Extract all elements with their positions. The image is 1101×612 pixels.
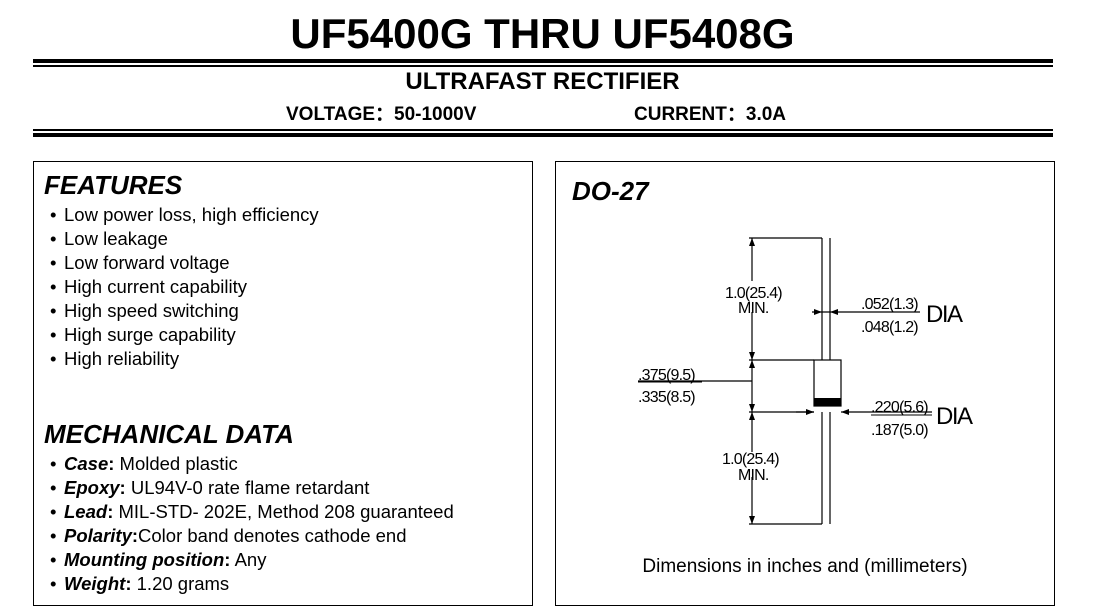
body-len-min: .335(8.5) bbox=[638, 389, 695, 406]
lead-length-top-sub: MIN. bbox=[738, 300, 769, 317]
mechanical-item-value: MIL-STD- 202E, Method 208 guaranteed bbox=[113, 501, 454, 522]
features-list: Low power loss, high efficiencyLow leaka… bbox=[44, 203, 319, 371]
mechanical-item: Mounting position: Any bbox=[44, 548, 454, 572]
feature-item: Low power loss, high efficiency bbox=[44, 203, 319, 227]
mechanical-item-key: Case bbox=[64, 453, 109, 474]
body-dia-min: .187(5.0) bbox=[871, 422, 928, 439]
lead-dia-max: .052(1.3) bbox=[861, 296, 918, 313]
mechanical-item-value: UL94V-0 rate flame retardant bbox=[125, 477, 370, 498]
title-rule-thin bbox=[33, 65, 1053, 67]
mechanical-item-value: Color band denotes cathode end bbox=[138, 525, 407, 546]
arrow-top-down bbox=[749, 352, 755, 360]
body-dia-label: DIA bbox=[936, 403, 973, 430]
mechanical-item-key: Polarity bbox=[64, 525, 132, 546]
mechanical-item-key: Epoxy bbox=[64, 477, 120, 498]
mechanical-item-key: Weight bbox=[64, 573, 126, 594]
lead-length-top-label: 1.0(25.4) bbox=[725, 285, 782, 302]
mechanical-item-value: Molded plastic bbox=[114, 453, 238, 474]
feature-item: High current capability bbox=[44, 275, 319, 299]
package-panel: DO-27 bbox=[555, 161, 1055, 606]
ratings-rule-thick bbox=[33, 133, 1053, 137]
mechanical-data-list: Case: Molded plasticEpoxy: UL94V-0 rate … bbox=[44, 452, 454, 596]
mechanical-item-separator: : bbox=[119, 477, 126, 498]
document-subtitle: ULTRAFAST RECTIFIER bbox=[405, 68, 680, 95]
body-len-max: .375(9.5) bbox=[638, 367, 695, 384]
feature-item: Low forward voltage bbox=[44, 251, 319, 275]
feature-item: High speed switching bbox=[44, 299, 319, 323]
mechanical-item: Case: Molded plastic bbox=[44, 452, 454, 476]
arrow-lead-left bbox=[830, 309, 838, 315]
cathode-band bbox=[814, 398, 841, 406]
mechanical-item-separator: : bbox=[131, 525, 139, 546]
feature-item: High surge capability bbox=[44, 323, 319, 347]
voltage-rating: VOLTAGE：50-1000V bbox=[286, 104, 477, 125]
package-outline-drawing: 1.0(25.4) MIN. .052(1.3) .048(1.2) .375(… bbox=[638, 237, 975, 525]
mechanical-data-heading: MECHANICAL DATA bbox=[44, 419, 294, 449]
mechanical-item: Lead: MIL-STD- 202E, Method 208 guarante… bbox=[44, 500, 454, 524]
arrow-body-down bbox=[749, 404, 755, 412]
features-heading: FEATURES bbox=[44, 170, 183, 200]
mechanical-item: Epoxy: UL94V-0 rate flame retardant bbox=[44, 476, 454, 500]
ratings-rule-thin bbox=[33, 129, 1053, 131]
mechanical-item: Polarity:Color band denotes cathode end bbox=[44, 524, 454, 548]
mechanical-item-value: Any bbox=[230, 549, 267, 570]
arrow-body-dia-left bbox=[841, 409, 849, 415]
arrow-bottom-up bbox=[749, 412, 755, 420]
current-rating: CURRENT：3.0A bbox=[634, 104, 787, 125]
document-title: UF5400G THRU UF5408G bbox=[290, 10, 795, 57]
feature-item: High reliability bbox=[44, 347, 319, 371]
mechanical-item-separator: : bbox=[107, 501, 114, 522]
title-rule-thick bbox=[33, 59, 1053, 63]
lead-dia-min: .048(1.2) bbox=[861, 319, 918, 336]
lead-length-bottom-sub: MIN. bbox=[738, 467, 769, 484]
lead-length-bottom-label: 1.0(25.4) bbox=[722, 451, 779, 468]
arrow-top-up bbox=[749, 238, 755, 246]
mechanical-item-separator: : bbox=[224, 549, 231, 570]
body-dia-max: .220(5.6) bbox=[871, 399, 928, 416]
mechanical-item-separator: : bbox=[108, 453, 115, 474]
arrow-lead-right bbox=[814, 309, 822, 315]
mechanical-item-key: Mounting position bbox=[64, 549, 225, 570]
arrow-body-dia-right bbox=[806, 409, 814, 415]
dimensions-caption: Dimensions in inches and (millimeters) bbox=[642, 556, 968, 577]
features-panel: FEATURES Low power loss, high efficiency… bbox=[33, 161, 533, 606]
mechanical-item-value: 1.20 grams bbox=[131, 573, 230, 594]
feature-item: Low leakage bbox=[44, 227, 319, 251]
arrow-body-up bbox=[749, 360, 755, 368]
mechanical-item-key: Lead bbox=[64, 501, 108, 522]
arrow-bottom-down bbox=[749, 516, 755, 524]
package-name: DO-27 bbox=[572, 176, 649, 206]
lead-dia-label: DIA bbox=[926, 301, 963, 328]
mechanical-item: Weight: 1.20 grams bbox=[44, 572, 454, 596]
mechanical-item-separator: : bbox=[125, 573, 132, 594]
